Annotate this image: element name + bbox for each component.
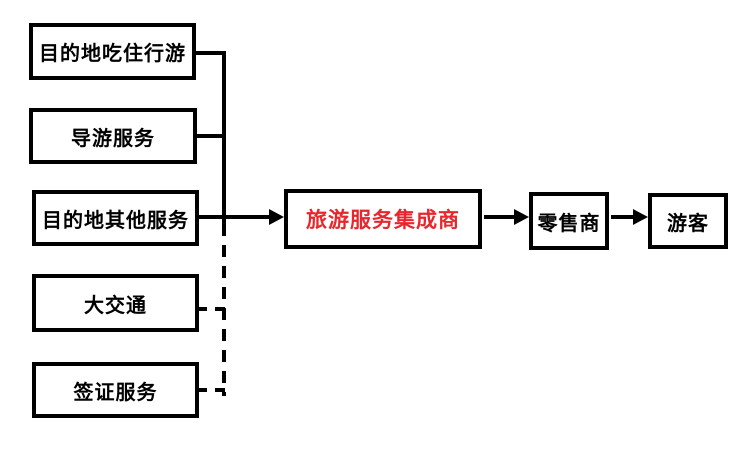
arrow-to-integrator-shaft: [197, 215, 271, 219]
node-label: 签证服务: [73, 381, 158, 404]
collector-line-solid: [222, 51, 226, 224]
node-retailer: 零售商: [529, 192, 609, 250]
node-travel-service-integrator: 旅游服务集成商: [284, 189, 482, 249]
node-label: 零售商: [537, 212, 601, 235]
node-guide-service: 导游服务: [29, 108, 197, 164]
node-destination-eat-stay-travel-tour: 目的地吃住行游: [29, 23, 196, 80]
node-visa-service: 签证服务: [32, 362, 199, 418]
connector-dashed-sup4: [197, 307, 226, 311]
node-label: 游客: [667, 212, 709, 235]
node-destination-other-services: 目的地其他服务: [32, 190, 199, 246]
connector-dashed-sup5: [197, 388, 226, 392]
arrow-to-integrator-head-icon: [269, 209, 284, 225]
connector-solid-sup2: [195, 134, 226, 138]
connector-solid-sup1: [194, 51, 226, 55]
node-tourist: 游客: [648, 193, 728, 249]
node-label: 目的地其他服务: [42, 209, 189, 232]
node-label: 旅游服务集成商: [306, 209, 460, 232]
arrow-to-tourist-shaft: [611, 215, 635, 219]
node-label: 导游服务: [71, 127, 155, 150]
node-label: 目的地吃住行游: [39, 43, 186, 65]
node-major-transportation: 大交通: [32, 274, 199, 332]
arrow-to-retailer-head-icon: [514, 209, 529, 225]
node-label: 大交通: [84, 294, 147, 317]
arrow-to-retailer-shaft: [484, 215, 514, 219]
arrow-to-tourist-head-icon: [633, 209, 648, 225]
